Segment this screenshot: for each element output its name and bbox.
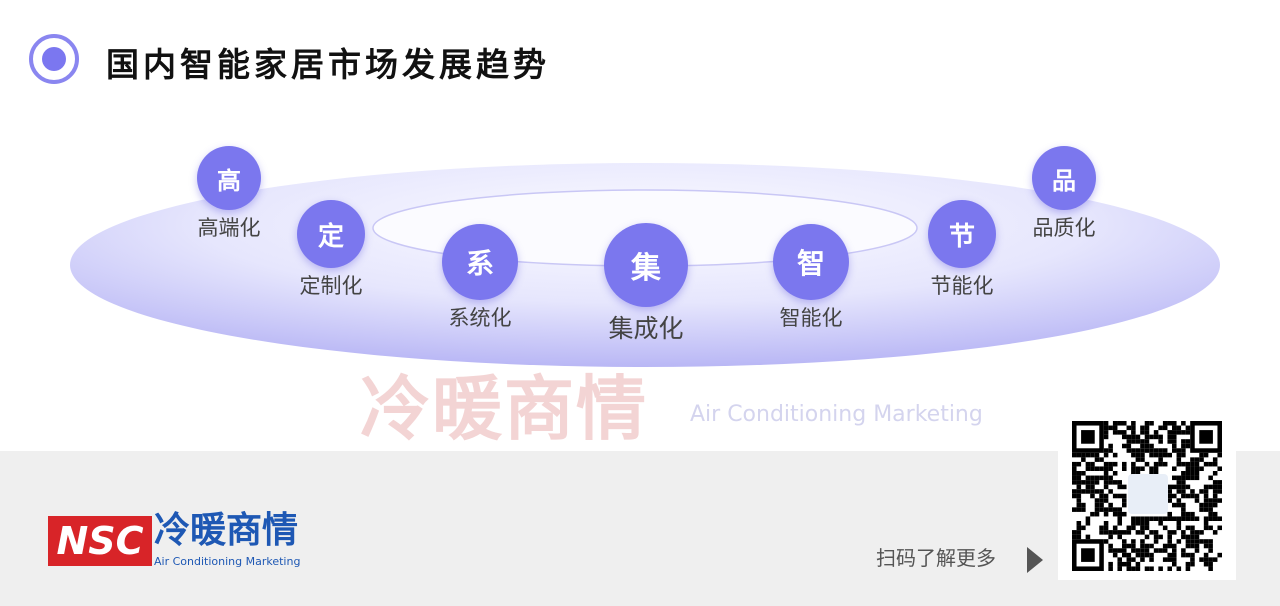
scan-prompt: 扫码了解更多 <box>876 546 996 570</box>
trend-node-high-end: 高 <box>197 146 261 210</box>
trend-label-quality: 品质化 <box>1032 216 1096 240</box>
trend-node-quality: 品 <box>1032 146 1096 210</box>
watermark-en: Air Conditioning Marketing <box>690 402 983 427</box>
qr-code[interactable] <box>1058 412 1236 580</box>
page-title: 国内智能家居市场发展趋势 <box>106 45 550 84</box>
trend-node-customized: 定 <box>297 200 365 268</box>
trend-label-integrated: 集成化 <box>608 314 684 343</box>
brand-logo-en: Air Conditioning Marketing <box>154 555 301 568</box>
trend-label-systematic: 系统化 <box>448 306 512 330</box>
trend-node-intelligent: 智 <box>773 224 849 300</box>
trend-node-integrated: 集 <box>604 223 688 307</box>
trend-label-customized: 定制化 <box>299 274 363 298</box>
trend-node-energy-saving: 节 <box>928 200 996 268</box>
brand-logo-mark: NSC <box>48 516 152 566</box>
trend-label-high-end: 高端化 <box>197 216 261 240</box>
trend-node-systematic: 系 <box>442 224 518 300</box>
watermark-cn: 冷暖商情 <box>360 368 648 450</box>
trend-label-intelligent: 智能化 <box>779 306 843 330</box>
arrow-right-icon <box>1027 547 1043 573</box>
title-bullet-icon <box>29 34 79 84</box>
brand-logo-cn: 冷暖商情 <box>154 510 299 551</box>
trend-label-energy-saving: 节能化 <box>930 274 994 298</box>
